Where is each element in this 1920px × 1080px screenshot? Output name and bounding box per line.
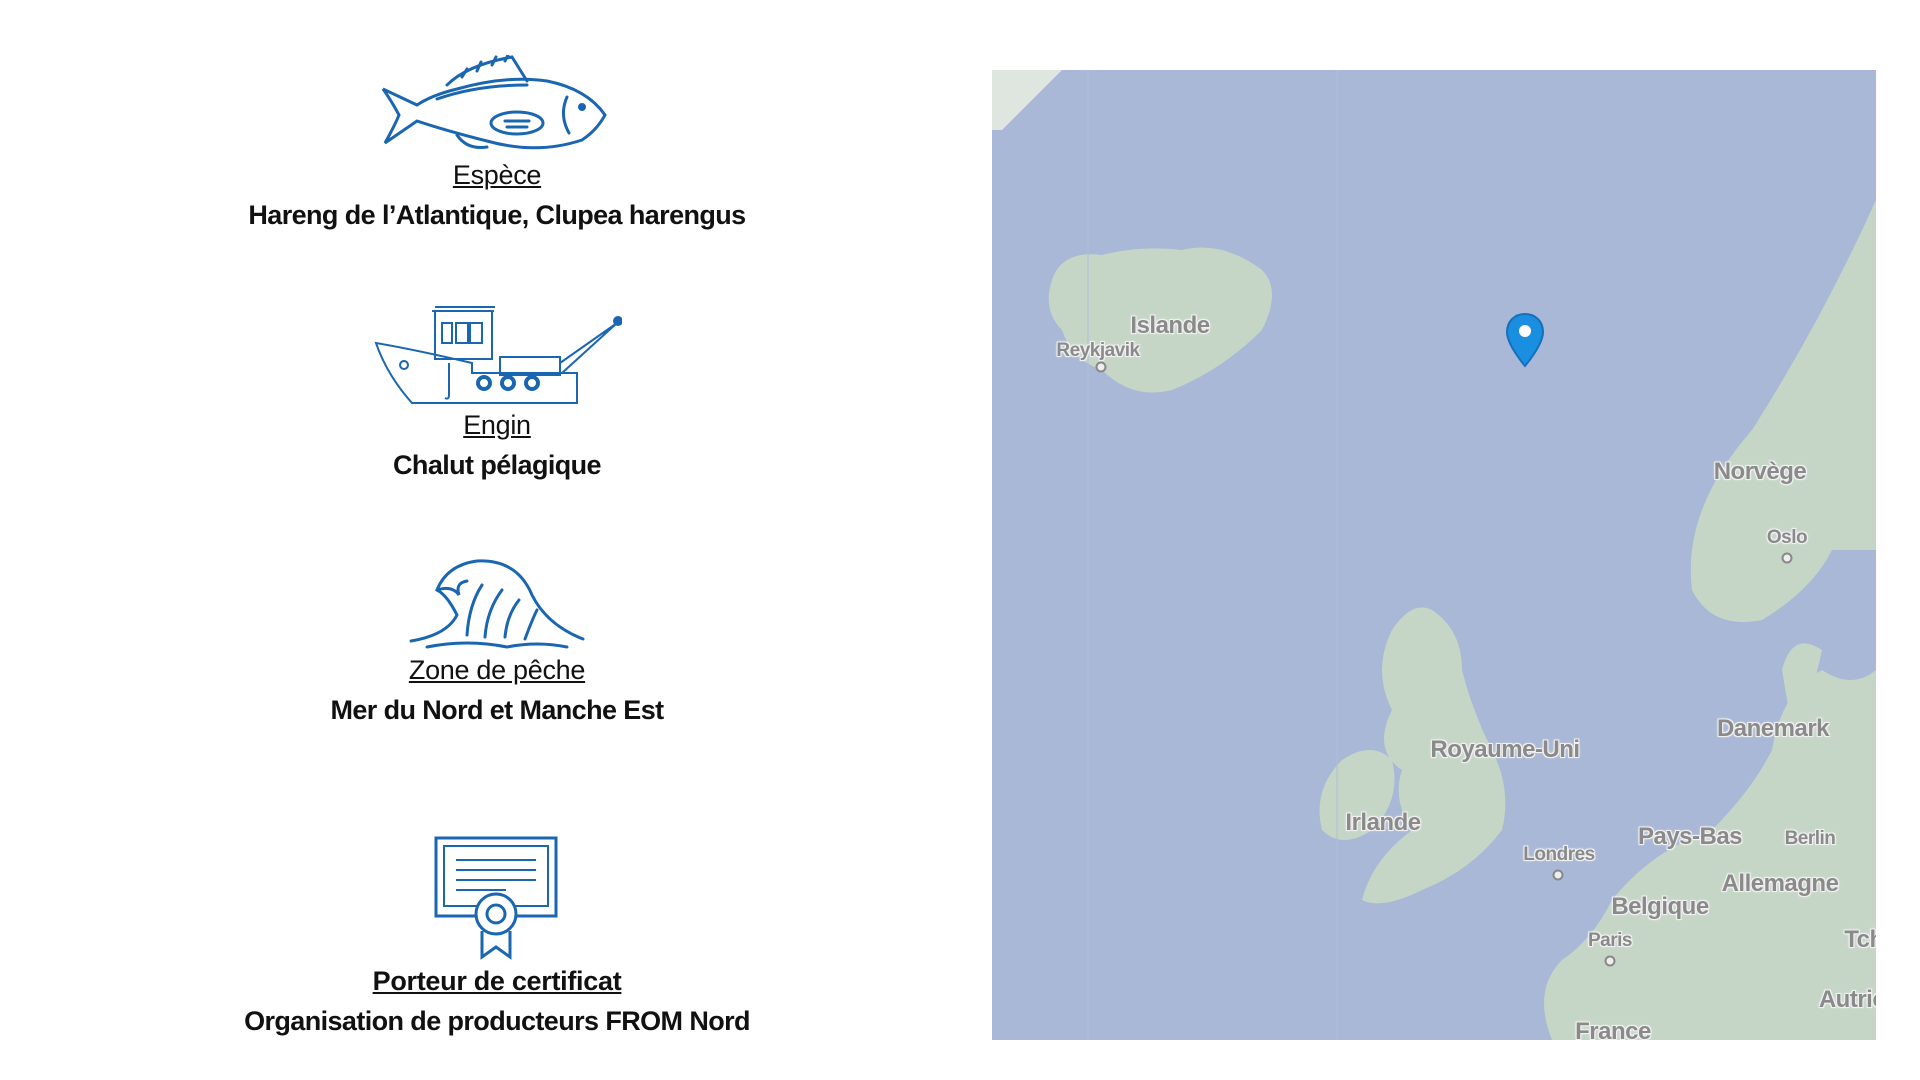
map-pin-icon[interactable] [1505, 312, 1545, 368]
map-label-irlande: Irlande [1345, 809, 1421, 836]
map-label-france: France [1575, 1018, 1651, 1040]
species-value: Hareng de l’Atlantique, Clupea harengus [248, 200, 746, 230]
map-label-paris: Paris [1588, 930, 1632, 951]
gear-value: Chalut pélagique [393, 450, 602, 480]
species-label: Espèce [452, 160, 542, 190]
city-dot [1781, 552, 1793, 564]
map-label-londres: Londres [1523, 844, 1595, 865]
certificate-icon [434, 836, 558, 960]
map-label-oslo: Oslo [1766, 527, 1808, 548]
map-label-danemark: Danemark [1716, 715, 1830, 742]
certificate-holder-value: Organisation de producteurs FROM Nord [244, 1006, 750, 1036]
map-label-norvege: Norvège [1713, 458, 1807, 485]
fishing-boat-icon [374, 306, 622, 404]
map-label-allemagne: Allemagne [1721, 870, 1839, 897]
map-label-pays-bas: Pays-Bas [1637, 823, 1743, 850]
city-dot [1095, 361, 1107, 373]
map-land [992, 70, 1876, 1040]
city-dot [1604, 955, 1616, 967]
fish-icon [381, 55, 607, 150]
species-section: Espèce Hareng de l’Atlantique, Clupea ha… [197, 55, 797, 235]
certificate-section: Porteur de certificat Organisation de pr… [197, 836, 797, 1041]
map-label-reykjavik: Reykjavik [1056, 340, 1140, 361]
wave-icon [409, 559, 585, 649]
gear-label: Engin [463, 410, 531, 440]
map-label-autric: Autric [1818, 986, 1876, 1013]
fishing-zone-map[interactable]: Islande Reykjavik Norvège Oslo Royaume-U… [992, 70, 1876, 1040]
map-label-belgique: Belgique [1611, 893, 1709, 920]
map-label-royaume-uni: Royaume-Uni [1430, 736, 1580, 763]
gear-section: Engin Chalut pélagique [197, 305, 797, 485]
zone-value: Mer du Nord et Manche Est [330, 695, 664, 725]
city-dot [1552, 869, 1564, 881]
zone-label: Zone de pêche [408, 655, 586, 685]
map-label-berlin: Berlin [1784, 828, 1836, 849]
map-label-islande: Islande [1130, 312, 1210, 339]
map-label-tch: Tch [1844, 926, 1876, 953]
certificate-holder-label: Porteur de certificat [372, 966, 622, 996]
zone-section: Zone de pêche Mer du Nord et Manche Est [197, 555, 797, 730]
